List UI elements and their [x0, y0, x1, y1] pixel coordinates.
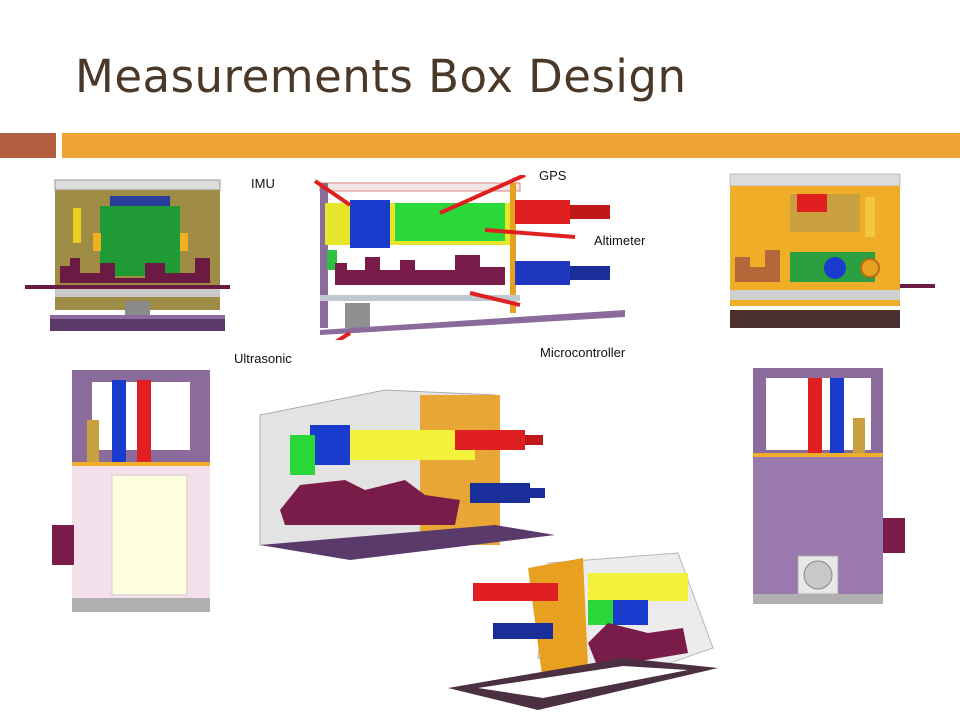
- annotated-side-view-render: [313, 175, 625, 340]
- gps-label: GPS: [539, 168, 567, 183]
- accent-bar-right: [62, 133, 960, 158]
- imu-label: IMU: [251, 176, 275, 191]
- slide-title: Measurements Box Design: [75, 50, 687, 103]
- accent-bar-left: [0, 133, 56, 158]
- microcontroller-label: Microcontroller: [540, 345, 626, 360]
- rear-isometric-view-render: [448, 552, 718, 710]
- front-view-render: [25, 179, 230, 331]
- altimeter-label: Altimeter: [594, 233, 646, 248]
- back-view-render: [729, 173, 935, 328]
- ultrasonic-label: Ultrasonic: [234, 351, 292, 366]
- left-side-view-render: [52, 370, 210, 612]
- right-side-view-render: [753, 368, 905, 604]
- isometric-view-render: [259, 389, 555, 560]
